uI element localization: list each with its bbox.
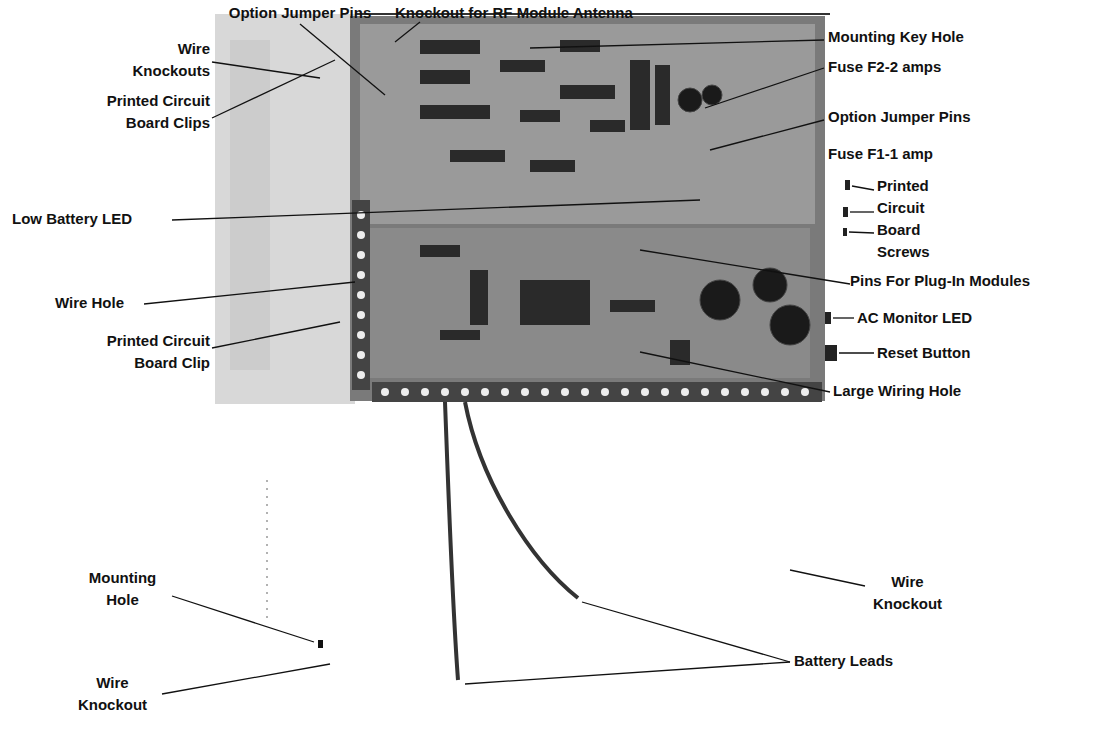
- part-label: Low Battery LED: [12, 208, 172, 230]
- battery-lead: [445, 402, 458, 680]
- part-label: Option Jumper Pins: [828, 106, 1028, 128]
- part-label: Reset Button: [877, 342, 1037, 364]
- part-label: Battery Leads: [794, 650, 974, 672]
- board-lower: [370, 228, 810, 378]
- part-label: Wire Knockout: [860, 571, 955, 615]
- part-label: Large Wiring Hole: [833, 380, 1033, 402]
- enclosure-edge-trace: [266, 480, 268, 620]
- terminal-screws-bottom: [381, 388, 809, 396]
- terminal-screws-left: [357, 211, 365, 379]
- terminal-strip-bottom: [372, 382, 822, 402]
- part-label: Printed Circuit Board Clips: [85, 90, 210, 134]
- mounting-hole: [318, 640, 323, 648]
- terminal-strip-left: [352, 200, 370, 390]
- enclosure-shading: [230, 40, 270, 370]
- circuit-board: [350, 16, 825, 401]
- part-label: Printed Circuit Board Clip: [85, 330, 210, 374]
- part-label: Option Jumper Pins: [215, 2, 385, 24]
- part-label: Wire Knockouts: [110, 38, 210, 82]
- part-label: Knockout for RF Module Antenna: [395, 2, 685, 24]
- part-label: Mounting Key Hole: [828, 26, 1028, 48]
- part-label: Fuse F1-1 amp: [828, 143, 1028, 165]
- part-label: Wire Hole: [55, 292, 145, 314]
- capacitors: [678, 85, 810, 345]
- part-label: Printed Circuit Board Screws: [877, 175, 957, 263]
- part-label: AC Monitor LED: [857, 307, 1057, 329]
- side-parts: [825, 180, 850, 361]
- board-upper: [360, 24, 815, 224]
- part-label: Mounting Hole: [75, 567, 170, 611]
- part-label: Pins For Plug-In Modules: [850, 270, 1112, 292]
- leader-lines: [144, 22, 874, 694]
- part-label: Wire Knockout: [65, 672, 160, 716]
- battery-lead: [465, 402, 578, 598]
- part-label: Fuse F2-2 amps: [828, 56, 1028, 78]
